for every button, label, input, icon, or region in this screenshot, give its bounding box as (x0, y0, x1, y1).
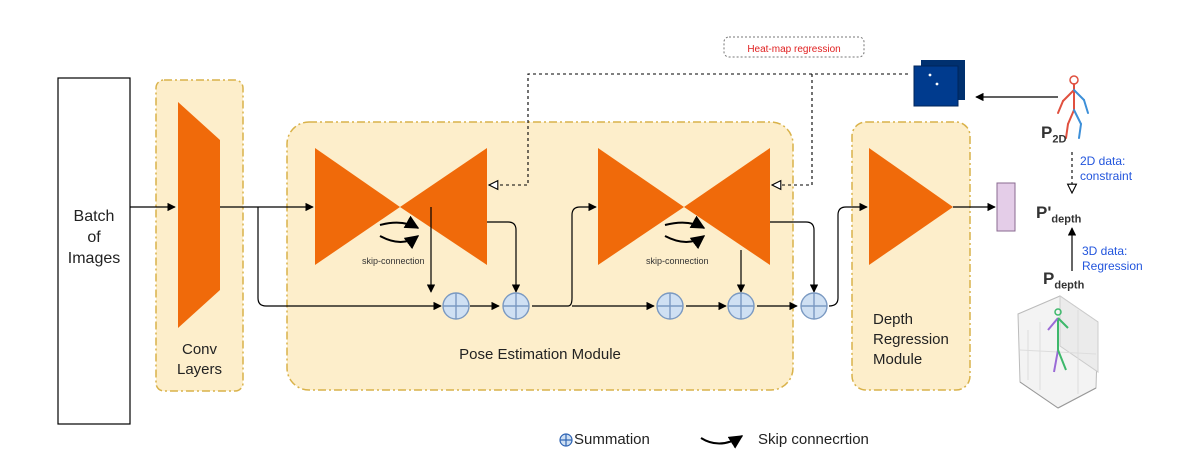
summation-node-4 (727, 292, 755, 320)
skip-connection-label-2: skip-connection (646, 256, 709, 266)
skeleton-3d-plot-icon (1017, 295, 1099, 409)
pdepth-sub: depth (1054, 279, 1085, 292)
input-box (57, 77, 131, 425)
legend-summation-icon (559, 433, 573, 447)
hourglass-2-encoder (598, 148, 684, 265)
hourglass-2-decoder (684, 148, 770, 265)
summation-node-2 (502, 292, 530, 320)
pose-estimation-label: Pose Estimation Module (459, 346, 621, 363)
summation-node-3 (656, 292, 684, 320)
p2d-base: P (1041, 123, 1053, 142)
depth-regressor-triangle (869, 148, 953, 265)
output-vector (996, 182, 1016, 232)
heatmap-label-box (723, 36, 865, 58)
pprime-depth-label: P'depth (1036, 204, 1081, 228)
pprime-base: P' (1036, 203, 1052, 222)
pprime-sub: depth (1051, 213, 1082, 226)
summation-node-1 (442, 292, 470, 320)
skip-connection-label-1: skip-connection (362, 256, 425, 266)
conv-trapezoid (178, 102, 220, 328)
legend-summation-label: Summation (574, 431, 650, 448)
legend-skip-label: Skip connecrtion (758, 431, 869, 448)
conv-layers-label: Conv Layers (176, 341, 223, 378)
p2d-label: P2D (1041, 124, 1066, 148)
summation-nodes (442, 292, 828, 320)
summation-node-5 (800, 292, 828, 320)
heatmap-icon (913, 60, 965, 107)
skeleton-2d-icon (1057, 75, 1089, 139)
heatmap-label: Heat-map regression (747, 44, 841, 55)
hourglass-1-encoder (315, 148, 400, 265)
hourglass-1-decoder (400, 148, 487, 265)
legend-skip-icon (700, 435, 744, 449)
pdepth-label: Pdepth (1043, 270, 1084, 294)
skip-connection-icon (379, 215, 706, 250)
note-3d-regression: 3D data: Regression (1082, 244, 1143, 273)
depth-regression-label: Depth Regression Module (873, 311, 949, 368)
p2d-sub: 2D (1052, 133, 1067, 146)
note-2d-constraint: 2D data: constraint (1080, 154, 1133, 183)
pose-estimation-panel (286, 121, 794, 391)
pdepth-base: P (1043, 269, 1055, 288)
input-label: Batch of Images (67, 208, 121, 267)
